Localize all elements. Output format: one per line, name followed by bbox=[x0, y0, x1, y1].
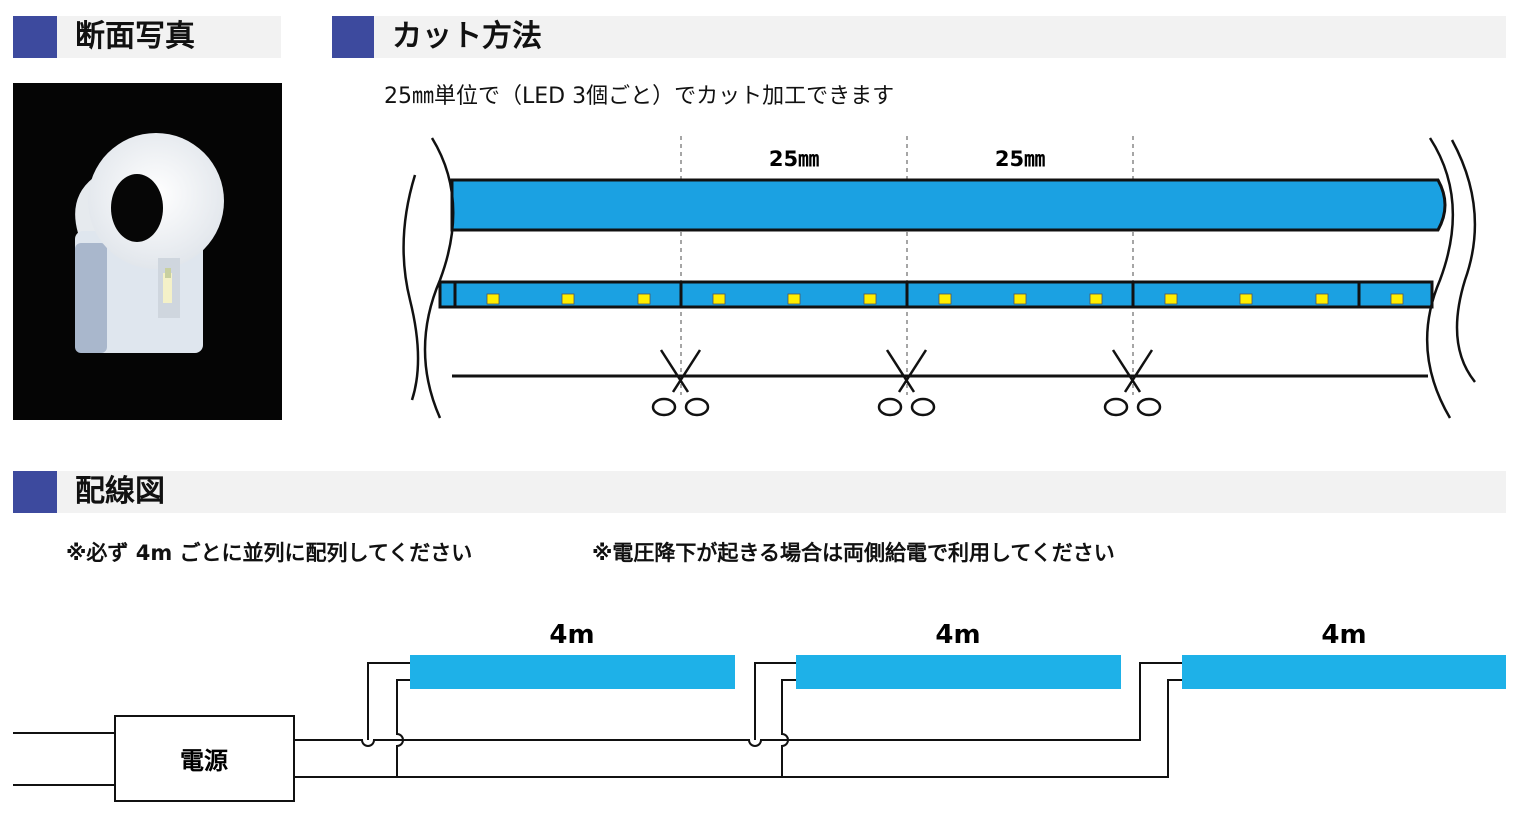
led-chip bbox=[1164, 293, 1178, 305]
wiring-strip-1 bbox=[410, 655, 735, 689]
strip-length-label: 4m bbox=[549, 620, 594, 650]
led-tube-cross-section-illustration bbox=[75, 133, 224, 353]
scissors-icon bbox=[1103, 349, 1162, 417]
strip-1-wire-a bbox=[367, 662, 410, 740]
section-marker bbox=[332, 16, 374, 58]
cut-method-description: 25㎜単位で（LED 3個ごと）でカット加工できます bbox=[384, 84, 895, 109]
led-chip bbox=[1239, 293, 1253, 305]
section-marker bbox=[13, 16, 57, 58]
break-line-right-2 bbox=[1450, 139, 1477, 383]
bus-wire-lower bbox=[294, 679, 1182, 778]
scissors-icon bbox=[877, 349, 936, 417]
section-header-wiring: 配線図 bbox=[13, 471, 1506, 513]
led-chips bbox=[486, 293, 1404, 305]
led-chip bbox=[712, 293, 726, 305]
break-lines bbox=[402, 137, 1477, 419]
pcb-segment-dividers bbox=[453, 282, 1361, 307]
cut-guide-lines bbox=[680, 136, 1134, 395]
section-marker bbox=[13, 471, 57, 513]
section-title: 配線図 bbox=[75, 474, 165, 509]
power-supply-box bbox=[114, 715, 295, 802]
bus-wire-upper bbox=[294, 662, 1182, 747]
led-chip bbox=[1089, 293, 1103, 305]
break-line-right-1 bbox=[1425, 137, 1455, 419]
led-chip bbox=[1390, 293, 1404, 305]
break-line-left-1 bbox=[423, 137, 455, 419]
segment-label: 25㎜ bbox=[769, 147, 819, 171]
led-chip bbox=[787, 293, 801, 305]
led-chip bbox=[863, 293, 877, 305]
section-title: 断面写真 bbox=[75, 19, 195, 54]
segment-label: 25㎜ bbox=[995, 147, 1045, 171]
led-chip bbox=[938, 293, 952, 305]
led-chip bbox=[561, 293, 575, 305]
strip-length-label: 4m bbox=[935, 620, 980, 650]
strip-length-label: 4m bbox=[1321, 620, 1366, 650]
cross-section-photo bbox=[13, 83, 282, 420]
scissors-icon bbox=[651, 349, 710, 417]
wiring-strip-2 bbox=[796, 655, 1121, 689]
led-chip bbox=[1315, 293, 1329, 305]
wiring-note-voltage-drop: ※電圧降下が起きる場合は両側給電で利用してください bbox=[592, 541, 1115, 565]
wiring-lines bbox=[13, 662, 1182, 786]
led-chip bbox=[1013, 293, 1027, 305]
wiring-strip-3 bbox=[1182, 655, 1506, 689]
power-supply-label: 電源 bbox=[180, 747, 228, 775]
wiring-note-parallel: ※必ず 4m ごとに並列に配列してください bbox=[66, 541, 473, 565]
section-header-cross-section: 断面写真 bbox=[13, 16, 281, 58]
tube-top-view bbox=[450, 178, 1447, 232]
led-chip bbox=[486, 293, 500, 305]
strip-1-wire-b bbox=[396, 679, 410, 777]
section-header-cut-method: カット方法 bbox=[332, 16, 1506, 58]
led-chip bbox=[637, 293, 651, 305]
break-line-left-2 bbox=[402, 174, 420, 401]
strip-2-wire-a bbox=[754, 662, 796, 740]
led-pcb-strip bbox=[438, 280, 1434, 309]
strip-2-wire-b bbox=[781, 679, 796, 777]
section-title: カット方法 bbox=[392, 19, 542, 54]
